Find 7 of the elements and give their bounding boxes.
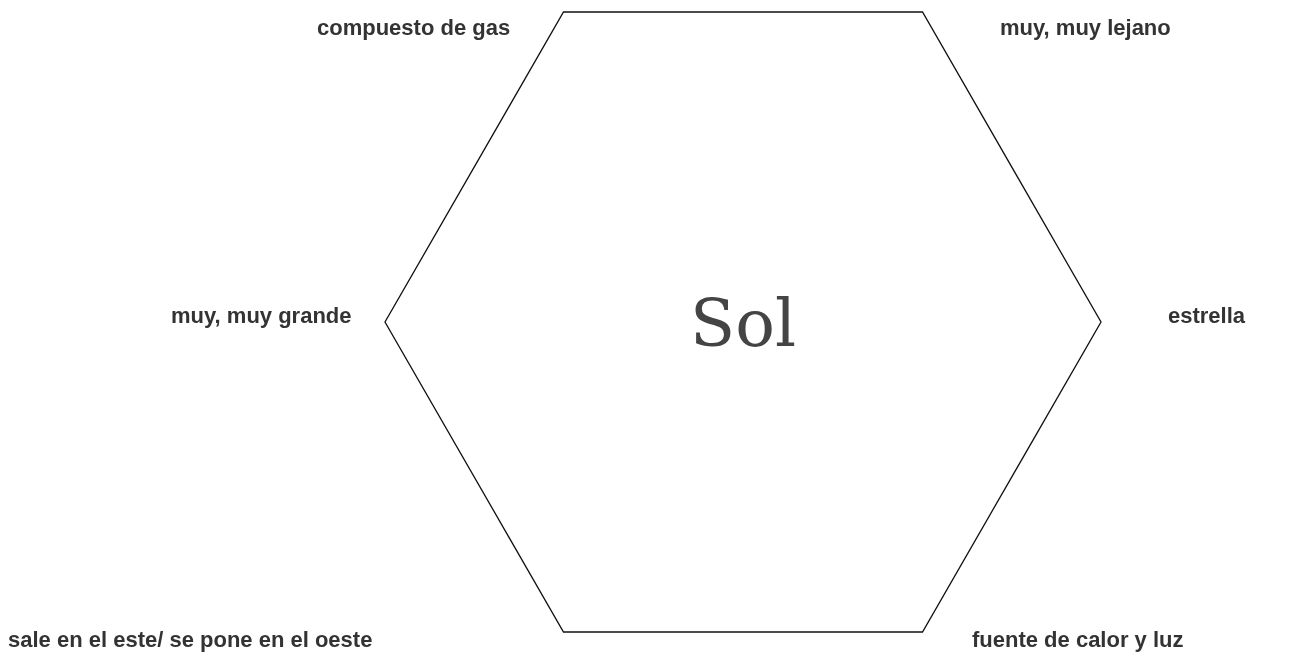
label-text: muy, muy lejano [1000, 14, 1171, 42]
label-text: sale en el este/ se pone en el oeste [8, 626, 373, 654]
label-text: estrella [1168, 302, 1246, 330]
center-word: Sol [690, 284, 797, 364]
label-text: compuesto de gas [317, 14, 511, 42]
label-text: muy, muy grande [171, 302, 352, 330]
label-text: fuente de calor y luz [972, 626, 1184, 654]
